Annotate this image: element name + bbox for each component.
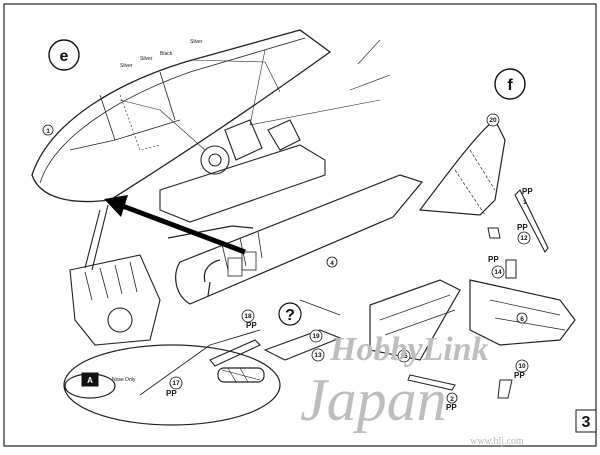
svg-text:10: 10 <box>518 363 526 370</box>
step-e-label: e <box>60 48 69 65</box>
unknown-part-marker: ? <box>278 302 302 326</box>
option-badge-letter: A <box>87 376 93 385</box>
cockpit-floor <box>159 119 326 223</box>
option-badge-caption: Nose Only <box>112 377 136 383</box>
tail-bracket <box>487 227 501 239</box>
part-number-19: 19 <box>309 329 323 343</box>
part-number-10: 10 <box>515 359 529 373</box>
rudder <box>418 119 506 216</box>
cockpit-color-2: Black <box>160 51 173 57</box>
svg-text:6: 6 <box>520 316 524 323</box>
callout-leaders <box>119 39 391 151</box>
part-number-14: 14 <box>491 265 505 279</box>
svg-text:18: 18 <box>244 313 252 320</box>
tail-hinge <box>505 259 517 279</box>
step-f-label: f <box>507 77 513 94</box>
pp-code: PP <box>517 223 528 232</box>
svg-text:2: 2 <box>450 396 454 403</box>
watermark-url: www.hlj.com <box>470 436 524 447</box>
elevator-parts <box>407 374 513 399</box>
canopy <box>31 29 332 203</box>
pp-code: PP <box>446 403 457 412</box>
svg-text:17: 17 <box>172 380 180 387</box>
svg-text:1: 1 <box>46 128 50 135</box>
pp-code: PP <box>522 187 533 196</box>
part-number-1: 1 <box>42 124 54 136</box>
part-number-18: 18 <box>241 309 255 323</box>
tailplane <box>369 279 576 361</box>
watermark: HobbyLink Japan www.hlj.com <box>300 331 524 447</box>
assembly-arrow <box>119 202 246 255</box>
part-number-6: 6 <box>516 312 528 324</box>
svg-text:19: 19 <box>312 333 320 340</box>
page-number: 3 <box>582 414 591 431</box>
question-mark: ? <box>285 307 295 324</box>
pp-code: PP <box>488 255 499 264</box>
svg-text:12: 12 <box>520 235 528 242</box>
watermark-country: Japan <box>300 367 447 433</box>
pp-code-one: 1 <box>523 199 527 206</box>
small-parts-group <box>209 299 342 367</box>
part-number-2: 2 <box>446 392 458 404</box>
step-e-marker: e <box>48 39 80 71</box>
part-number-4: 4 <box>326 256 338 268</box>
part-number-17: 17 <box>169 376 183 390</box>
fuselage <box>167 174 424 305</box>
watermark-brand: HobbyLink <box>329 331 489 368</box>
engine-block <box>69 204 161 346</box>
svg-text:13: 13 <box>314 352 322 359</box>
step-f-marker: f <box>494 68 526 100</box>
tail-strut <box>514 189 549 254</box>
pp-code: PP <box>166 389 177 398</box>
cockpit-color-4: Silver <box>120 63 133 69</box>
cockpit-color-labels: Silver Black Silver Silver <box>120 39 203 69</box>
assembly-arrow-head <box>104 195 128 217</box>
part-number-12: 12 <box>517 231 531 245</box>
svg-text:14: 14 <box>494 269 502 276</box>
pp-markers: PP PP PP 1 PP PP PP PP <box>166 187 533 412</box>
svg-text:4: 4 <box>330 260 334 267</box>
part-number-15: 15 <box>397 349 411 363</box>
cockpit-color-3: Silver <box>140 56 153 62</box>
page-number-tab: 3 <box>575 409 597 433</box>
part-number-13: 13 <box>311 348 325 362</box>
pp-code: PP <box>246 321 257 330</box>
pp-code: PP <box>514 371 525 380</box>
svg-text:20: 20 <box>489 117 497 124</box>
part-number-20: 20 <box>486 113 500 127</box>
sheet-border <box>3 3 597 447</box>
option-badge: A Nose Only <box>81 372 136 387</box>
svg-text:15: 15 <box>400 353 408 360</box>
cockpit-color-1: Silver <box>190 39 203 45</box>
